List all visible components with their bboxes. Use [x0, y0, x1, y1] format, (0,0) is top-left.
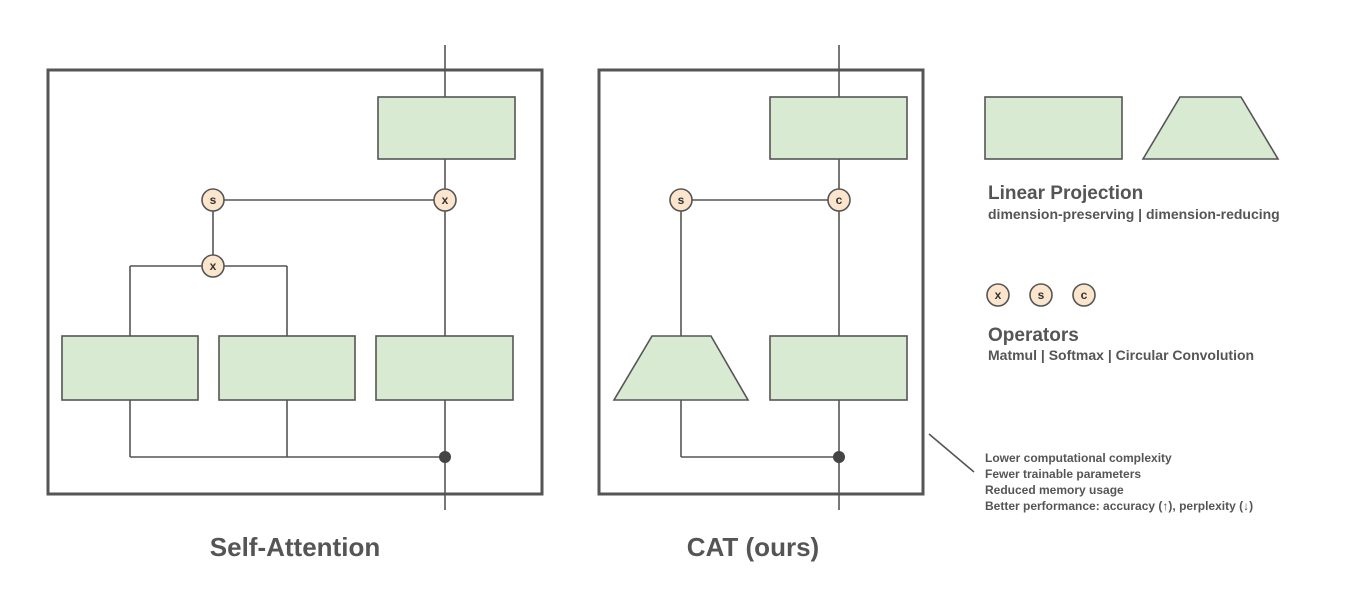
self-attention-caption: Self-Attention: [210, 532, 380, 562]
svg-text:s: s: [1038, 288, 1045, 302]
benefits-pointer-line: [928, 433, 975, 473]
qk-matmul-operator: x: [201, 254, 225, 278]
cat-value-projection-block: [769, 335, 908, 401]
benefits-annotation: Lower computational complexity Fewer tra…: [928, 433, 1253, 513]
cat-wires: [680, 45, 840, 510]
legend-operators-subtitle: Matmul | Softmax | Circular Convolution: [988, 347, 1254, 363]
cat-reducing-projection-block: [612, 335, 750, 401]
self-attention-frame: [46, 68, 544, 496]
legend-reducing-block: [1141, 96, 1280, 160]
legend-circular-conv-symbol: c: [1072, 283, 1096, 307]
benefit-item: Fewer trainable parameters: [985, 467, 1141, 481]
benefit-item: Reduced memory usage: [985, 483, 1124, 497]
legend-operators-title: Operators: [988, 325, 1079, 346]
svg-text:c: c: [1081, 288, 1088, 302]
benefit-item: Lower computational complexity: [985, 451, 1172, 465]
benefit-item: Better performance: accuracy (↑), perple…: [985, 499, 1253, 513]
svg-text:x: x: [995, 288, 1002, 302]
svg-text:x: x: [210, 259, 217, 273]
output-matmul-operator: x: [433, 188, 457, 212]
svg-text:x: x: [442, 193, 449, 207]
legend-preserving-block: [984, 96, 1123, 160]
svg-text:s: s: [210, 193, 217, 207]
cat-caption: CAT (ours): [687, 532, 819, 562]
legend-linear-projection-title: Linear Projection: [988, 183, 1143, 204]
self-attention-panel: s x x Self-Attention: [46, 45, 544, 562]
cat-circular-conv-operator: c: [827, 188, 851, 212]
query-projection-block: [61, 335, 199, 401]
legend-matmul-symbol: x: [986, 283, 1010, 307]
cat-output-projection-block: [769, 96, 908, 160]
output-projection-block: [377, 96, 516, 160]
cat-frame: [597, 68, 925, 496]
cat-softmax-operator: s: [669, 188, 693, 212]
key-projection-block: [218, 335, 356, 401]
value-projection-block: [375, 335, 514, 401]
svg-text:s: s: [678, 193, 685, 207]
legend-linear-projection-subtitle: dimension-preserving | dimension-reducin…: [988, 206, 1280, 222]
legend: Linear Projection dimension-preserving |…: [984, 96, 1280, 363]
cat-panel: s c CAT (ours): [597, 45, 925, 562]
self-attention-wires: [129, 45, 446, 510]
legend-softmax-symbol: s: [1029, 283, 1053, 307]
cat-input-junction-dot: [833, 451, 845, 463]
input-junction-dot: [439, 451, 451, 463]
svg-text:c: c: [836, 193, 843, 207]
softmax-operator: s: [201, 188, 225, 212]
